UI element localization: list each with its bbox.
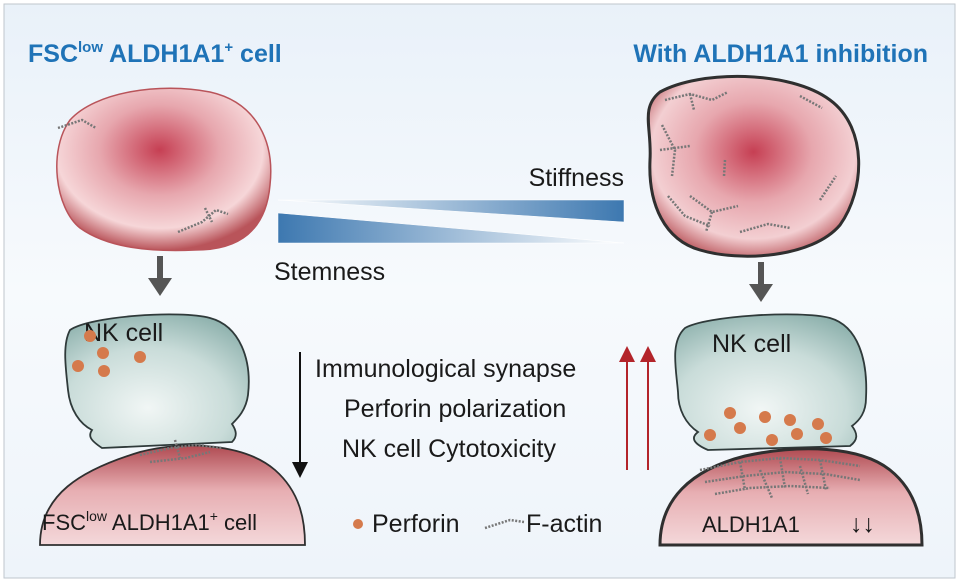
left-nk-cell (64, 313, 250, 449)
right-nk-label: NK cell (712, 330, 791, 358)
f-actin-network (659, 90, 838, 234)
polarized-perforin-granules (704, 407, 832, 446)
left-bottom-label: FSClow ALDH1A1+ cell (42, 508, 257, 535)
right-bottom-down-arrows: ↓↓ (850, 510, 875, 538)
effect-nk-cytotoxicity: NK cell Cytotoxicity (342, 435, 556, 463)
stiffness-stemness-gradient (277, 199, 625, 244)
f-actin-strand (139, 439, 223, 464)
left-tumor-cell (56, 87, 272, 252)
stemness-label: Stemness (274, 258, 385, 286)
right-nk-cell (674, 313, 868, 451)
legend-factin-label: F-actin (526, 510, 602, 538)
effect-immunological-synapse: Immunological synapse (315, 355, 576, 383)
left-title: FSClow ALDH1A1+ cell (28, 39, 282, 68)
f-actin-legend-icon (484, 518, 525, 530)
dense-f-actin-network (699, 456, 861, 499)
right-bottom-tumor-cell (658, 447, 924, 547)
right-title: With ALDH1A1 inhibition (633, 40, 928, 68)
right-down-arrow (749, 262, 773, 302)
left-down-arrow (148, 256, 172, 296)
stiffness-label: Stiffness (529, 164, 624, 192)
f-actin-strand (57, 118, 229, 234)
effect-perforin-polarization: Perforin polarization (344, 395, 566, 423)
legend: Perforin F-actin (353, 510, 602, 538)
perforin-granules (72, 330, 146, 377)
left-nk-label: NK cell (84, 319, 163, 347)
perforin-legend-icon (353, 519, 363, 529)
left-bottom-tumor-cell (39, 444, 306, 546)
legend-perforin-label: Perforin (372, 510, 460, 538)
right-bottom-label: ALDH1A1 (702, 512, 800, 537)
right-tumor-cell (646, 74, 861, 258)
